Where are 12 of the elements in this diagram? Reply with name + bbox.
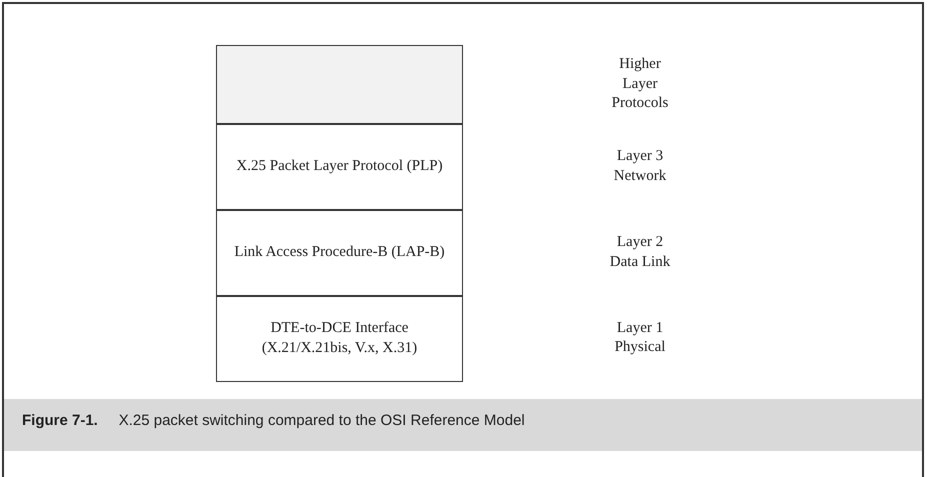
layer-protocol-text: Link Access Procedure-B (LAP-B) [234,243,445,262]
empty-layer-box [216,45,463,125]
layer-box [216,123,463,211]
figure-caption: Figure 7-1. X.25 packet switching compared to the OSI Reference Model [22,412,525,429]
osi-layer-label: Layer 3 Network [612,147,668,186]
layer-protocol-text: DTE-to-DCE Interface (X.21/X.21bis, V.x, X.31) [260,319,418,358]
osi-layer-label: Higher Layer Protocols [610,55,670,113]
osi-layer-label: Layer 1 Physical [614,318,666,357]
layer-protocol-text: X.25 Packet Layer Protocol (PLP) [236,157,443,176]
layer-box [216,209,463,297]
layer-box [216,295,463,382]
osi-layer-label: Layer 2 Data Link [608,233,672,272]
